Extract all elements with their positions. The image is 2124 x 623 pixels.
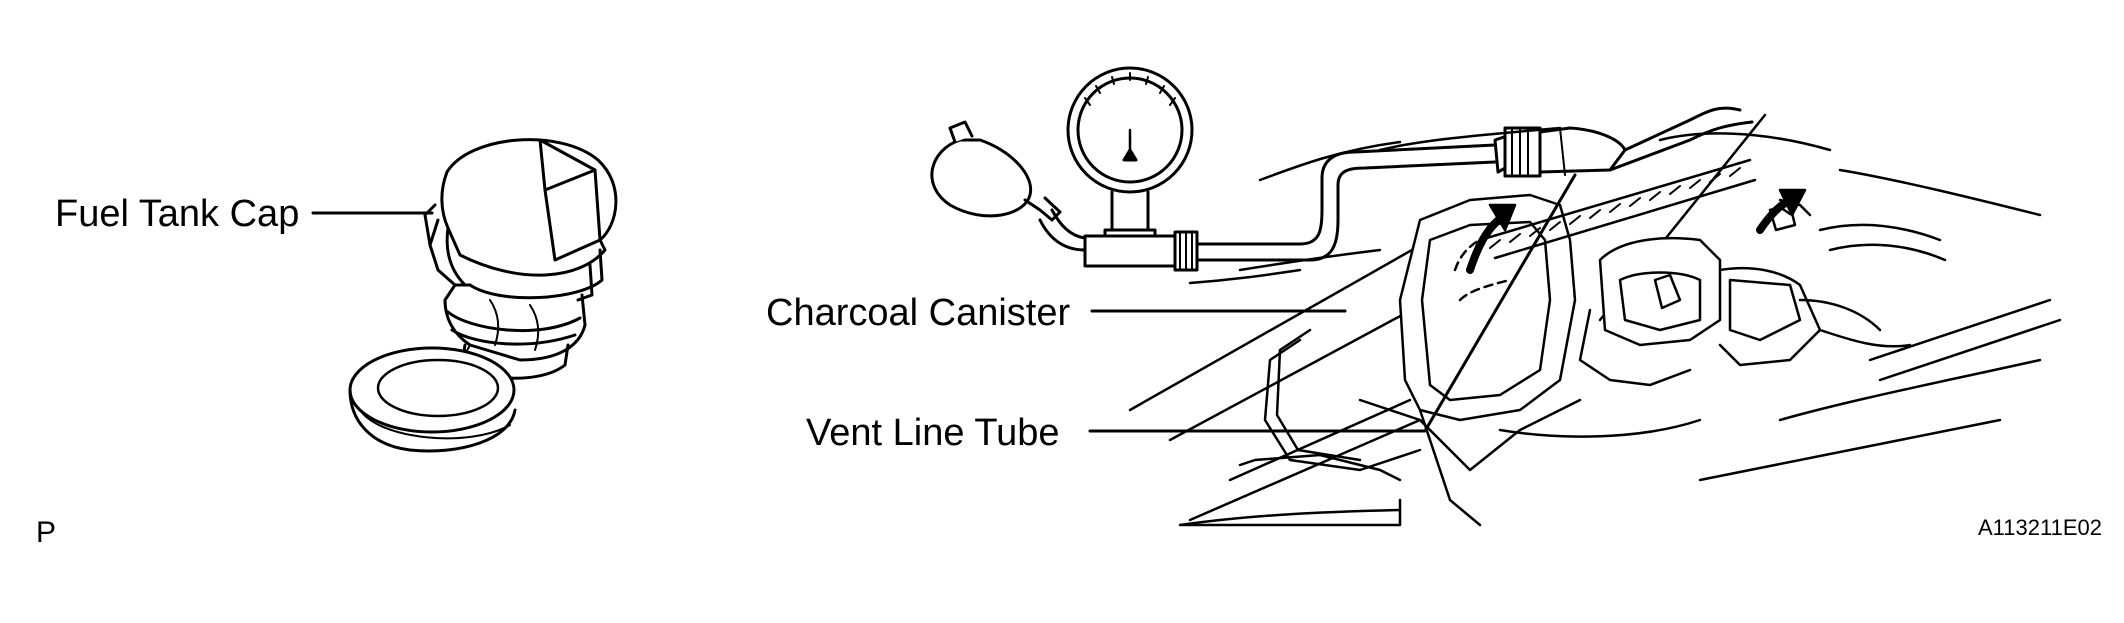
fuel-tank-cap-drawing [348,138,618,453]
page-marker: P [36,516,56,549]
pressure-gauge [1066,66,1199,272]
vehicle-underbody [1128,113,2062,527]
label-fuel-tank-cap: Fuel Tank Cap [55,193,299,235]
figure-code: A113211E02 [1978,515,2102,540]
label-vent-line-tube: Vent Line Tube [806,412,1060,454]
label-charcoal-canister: Charcoal Canister [766,292,1070,334]
hand-pump-bulb [930,120,1087,252]
leader-vent-line-tube [1088,173,1577,433]
vent-tube-connector [1493,106,1754,178]
